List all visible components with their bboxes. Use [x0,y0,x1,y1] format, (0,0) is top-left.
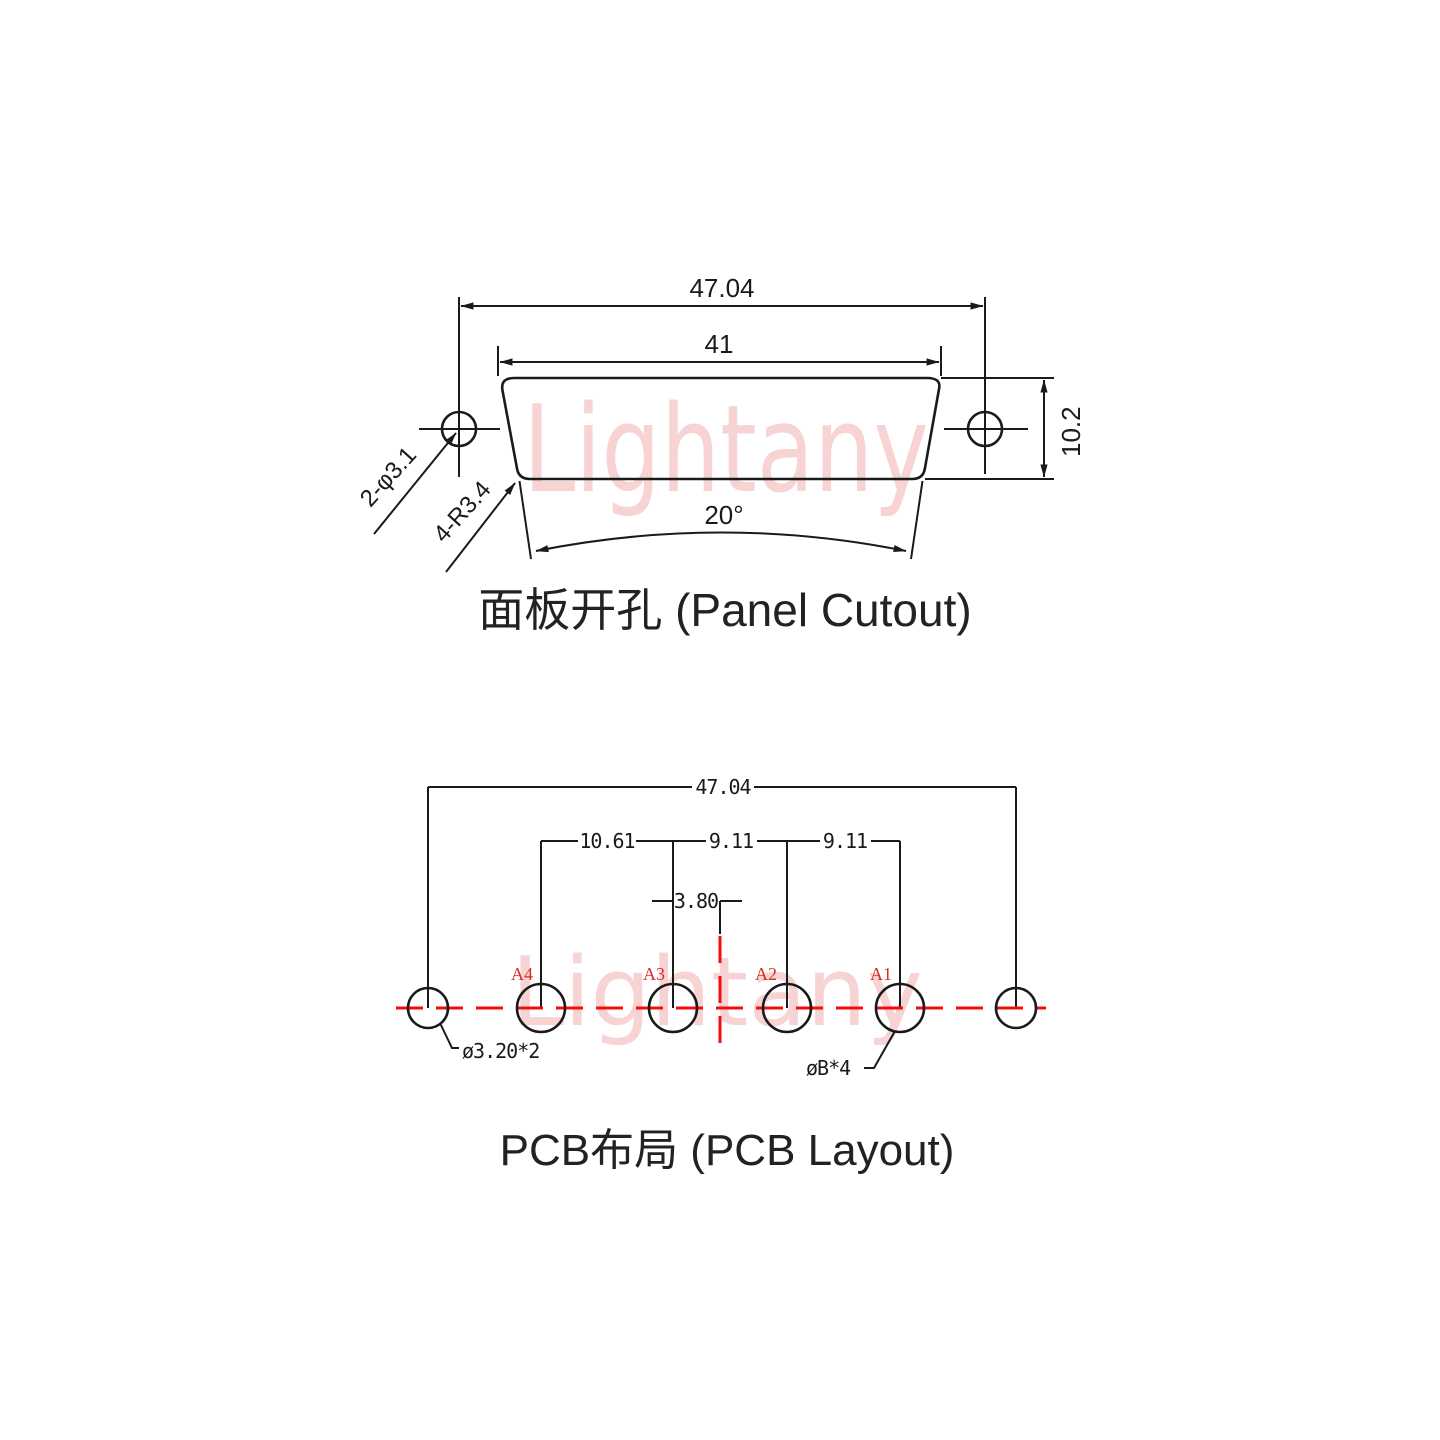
leader-line [439,1022,459,1049]
dim-center-offset: 3.80 [652,889,742,934]
dim-height-label: 10.2 [1056,406,1086,457]
pin-a2-pad [761,982,813,1034]
flare-angle-annotation: 20° [518,480,924,560]
pcb-layout-view: 47.04 10.61 9.11 9.11 3.80 [396,775,1046,1175]
corner-radius-callout-label: 4-R3.4 [428,476,496,548]
flare-angle-label: 20° [704,500,743,530]
leader-line [373,432,457,535]
watermark-top: Lightany [523,381,929,520]
mount-hole-callout-label: 2-φ3.1 [355,442,422,512]
dim-overall-width-label: 47.04 [689,273,754,303]
pcb-mount-hole-callout: ø3.20*2 [439,1022,540,1063]
dim-opening-width-label: 41 [705,329,734,359]
pcb-signal-hole-callout: øB*4 [806,1030,896,1080]
leader-line [864,1030,896,1069]
mount-hole-left [419,410,500,448]
dim-pitch-row: 10.61 9.11 9.11 [540,829,901,1008]
watermark-bottom: Lightany [511,938,923,1048]
dim-pcb-overall: 47.04 [427,775,1017,1008]
pin-label-a2: A2 [755,964,777,984]
pcb-holes [406,982,1038,1034]
dim-pitch-a3-a2-label: 9.11 [709,829,753,853]
leader-line [445,482,516,573]
mount-hole-left-pad [406,986,450,1030]
dim-overall-width: 47.04 [458,273,986,477]
pcb-layout-title: PCB布局 (PCB Layout) [500,1126,955,1175]
pin-label-a1: A1 [870,964,892,984]
pin-a3-pad [647,982,699,1034]
dim-pitch-a4-a3-label: 10.61 [579,829,634,853]
pin-label-a3: A3 [643,964,665,984]
dim-opening-width: 41 [497,329,942,376]
pin-a1-pad [874,982,926,1034]
dsub-cutout-outline [500,376,941,481]
pcb-signal-hole-callout-label: øB*4 [806,1056,851,1080]
corner-radius-callout: 4-R3.4 [428,476,516,573]
angle-arc [535,531,907,553]
dim-center-offset-label: 3.80 [674,889,718,913]
dim-pcb-overall-label: 47.04 [695,775,751,799]
pcb-mount-hole-callout-label: ø3.20*2 [462,1039,539,1063]
pin-labels: A4 A3 A2 A1 [511,964,892,984]
pin-a4-pad [515,982,567,1034]
dim-pitch-a2-a1-label: 9.11 [823,829,867,853]
flare-line-left [518,480,532,560]
panel-cutout-title: 面板开孔 (Panel Cutout) [478,584,971,636]
dim-height: 10.2 [925,377,1086,480]
watermarks: Lightany Lightany [511,381,929,1048]
pin-label-a4: A4 [511,964,533,984]
mount-hole-right-pad [994,986,1038,1030]
flare-line-right [910,480,924,560]
mount-hole-right [944,410,1028,448]
